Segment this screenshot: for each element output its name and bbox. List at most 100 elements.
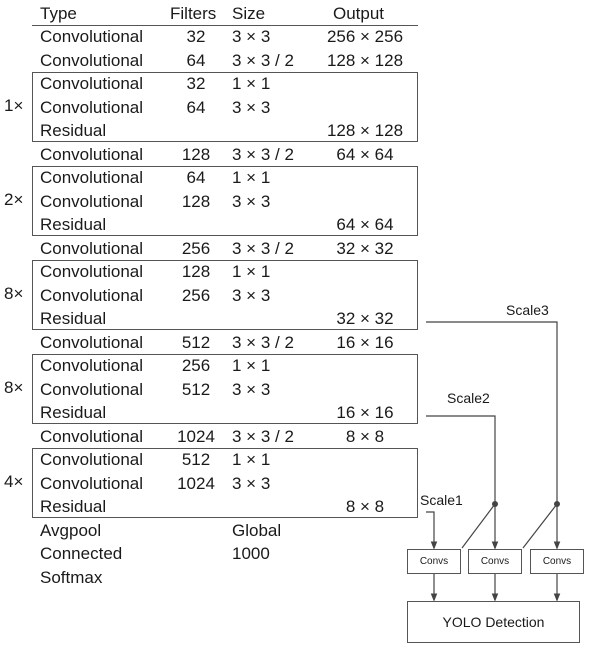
row-18-type: Convolutional [40, 450, 144, 469]
row-22-size: 1000 [232, 544, 270, 563]
row-4-output: 128 × 128 [326, 121, 404, 140]
row-5-output: 64 × 64 [336, 144, 394, 164]
row-17-type: Convolutional [40, 426, 144, 446]
row-2-type: Convolutional [40, 74, 144, 93]
header-type: Type [40, 4, 77, 23]
row-15-filters: 512 [181, 379, 211, 399]
row-11-size: 3 × 3 [232, 285, 271, 305]
row-14-type: Convolutional [40, 356, 144, 375]
row-2-filters: 32 [186, 74, 206, 93]
convs-box-2: Convs [468, 549, 522, 574]
row-1-output: 128 × 128 [326, 50, 404, 70]
row-6-filters: 64 [186, 168, 206, 187]
row-8-type: Residual [40, 215, 107, 234]
row-5-filters: 128 [181, 144, 211, 164]
row-21-size: Global [232, 520, 282, 540]
row-10-size: 1 × 1 [232, 262, 271, 281]
row-22-type: Connected [40, 544, 123, 563]
row-1-filters: 64 [186, 50, 206, 70]
row-17-output: 8 × 8 [345, 426, 385, 446]
row-18-size: 1 × 1 [232, 450, 271, 469]
row-4-type: Residual [40, 121, 107, 140]
row-3-size: 3 × 3 [232, 97, 271, 117]
row-9-output: 32 × 32 [336, 238, 394, 258]
row-16-output: 16 × 16 [336, 403, 394, 422]
row-10-filters: 128 [181, 262, 211, 281]
row-10-type: Convolutional [40, 262, 144, 281]
row-19-type: Convolutional [40, 473, 144, 493]
header-size: Size [232, 4, 266, 23]
row-0-output: 256 × 256 [326, 27, 404, 46]
header-rule [32, 25, 418, 26]
residual-block-4 [32, 354, 418, 424]
row-20-type: Residual [40, 497, 107, 516]
row-13-type: Convolutional [40, 332, 144, 352]
row-3-filters: 64 [186, 97, 206, 117]
row-9-filters: 256 [181, 238, 211, 258]
row-7-filters: 128 [181, 191, 211, 211]
row-19-size: 3 × 3 [232, 473, 271, 493]
row-12-output: 32 × 32 [336, 309, 394, 328]
row-2-size: 1 × 1 [232, 74, 271, 93]
residual-block-1 [32, 72, 418, 142]
scale1-line [426, 511, 438, 550]
row-15-size: 3 × 3 [232, 379, 271, 399]
row-13-output: 16 × 16 [336, 332, 394, 352]
row-7-size: 3 × 3 [232, 191, 271, 211]
row-8-output: 64 × 64 [336, 215, 394, 234]
yolo-detection-box: YOLO Detection [407, 601, 580, 643]
residual-block-3 [32, 260, 418, 330]
convs-box-3: Convs [530, 549, 584, 574]
scale3-line [426, 321, 561, 550]
scale2-line [426, 415, 499, 550]
row-6-size: 1 × 1 [232, 168, 271, 187]
row-16-type: Residual [40, 403, 107, 422]
row-18-filters: 512 [181, 450, 211, 469]
row-17-filters: 1024 [177, 426, 215, 446]
convs-box-1: Convs [407, 549, 461, 574]
junction-dot-2 [492, 501, 498, 507]
row-6-type: Convolutional [40, 168, 144, 187]
row-7-type: Convolutional [40, 191, 144, 211]
repeat-label-4: 8× [4, 378, 24, 397]
scale3-label: Scale3 [506, 302, 549, 318]
repeat-label-2: 2× [4, 190, 24, 209]
row-11-type: Convolutional [40, 285, 144, 305]
row-20-output: 8 × 8 [345, 497, 385, 516]
row-17-size: 3 × 3 / 2 [232, 426, 294, 446]
merge-line-2-to-1 [461, 503, 496, 549]
header-filters: Filters [170, 4, 217, 23]
row-9-type: Convolutional [40, 238, 144, 258]
row-3-type: Convolutional [40, 97, 144, 117]
row-11-filters: 256 [181, 285, 211, 305]
scale1-label: Scale1 [420, 492, 463, 508]
residual-block-2 [32, 166, 418, 236]
row-19-filters: 1024 [177, 473, 215, 493]
row-1-type: Convolutional [40, 50, 144, 70]
row-23-type: Softmax [40, 567, 103, 587]
row-0-type: Convolutional [40, 27, 144, 46]
row-0-size: 3 × 3 [232, 27, 271, 46]
merge-line-3-to-2 [522, 503, 558, 549]
header-output: Output [333, 4, 385, 23]
row-12-type: Residual [40, 309, 107, 328]
row-14-filters: 256 [181, 356, 211, 375]
residual-block-5 [32, 448, 418, 518]
row-15-type: Convolutional [40, 379, 144, 399]
row-5-type: Convolutional [40, 144, 144, 164]
junction-dot-3 [554, 501, 560, 507]
scale2-label: Scale2 [447, 390, 490, 406]
row-13-size: 3 × 3 / 2 [232, 332, 294, 352]
repeat-label-3: 8× [4, 284, 24, 303]
row-9-size: 3 × 3 / 2 [232, 238, 294, 258]
row-13-filters: 512 [181, 332, 211, 352]
row-0-filters: 32 [186, 27, 206, 46]
row-5-size: 3 × 3 / 2 [232, 144, 294, 164]
repeat-label-1: 1× [4, 96, 24, 115]
row-21-type: Avgpool [40, 520, 102, 540]
row-1-size: 3 × 3 / 2 [232, 50, 294, 70]
repeat-label-5: 4× [4, 472, 24, 491]
row-14-size: 1 × 1 [232, 356, 271, 375]
